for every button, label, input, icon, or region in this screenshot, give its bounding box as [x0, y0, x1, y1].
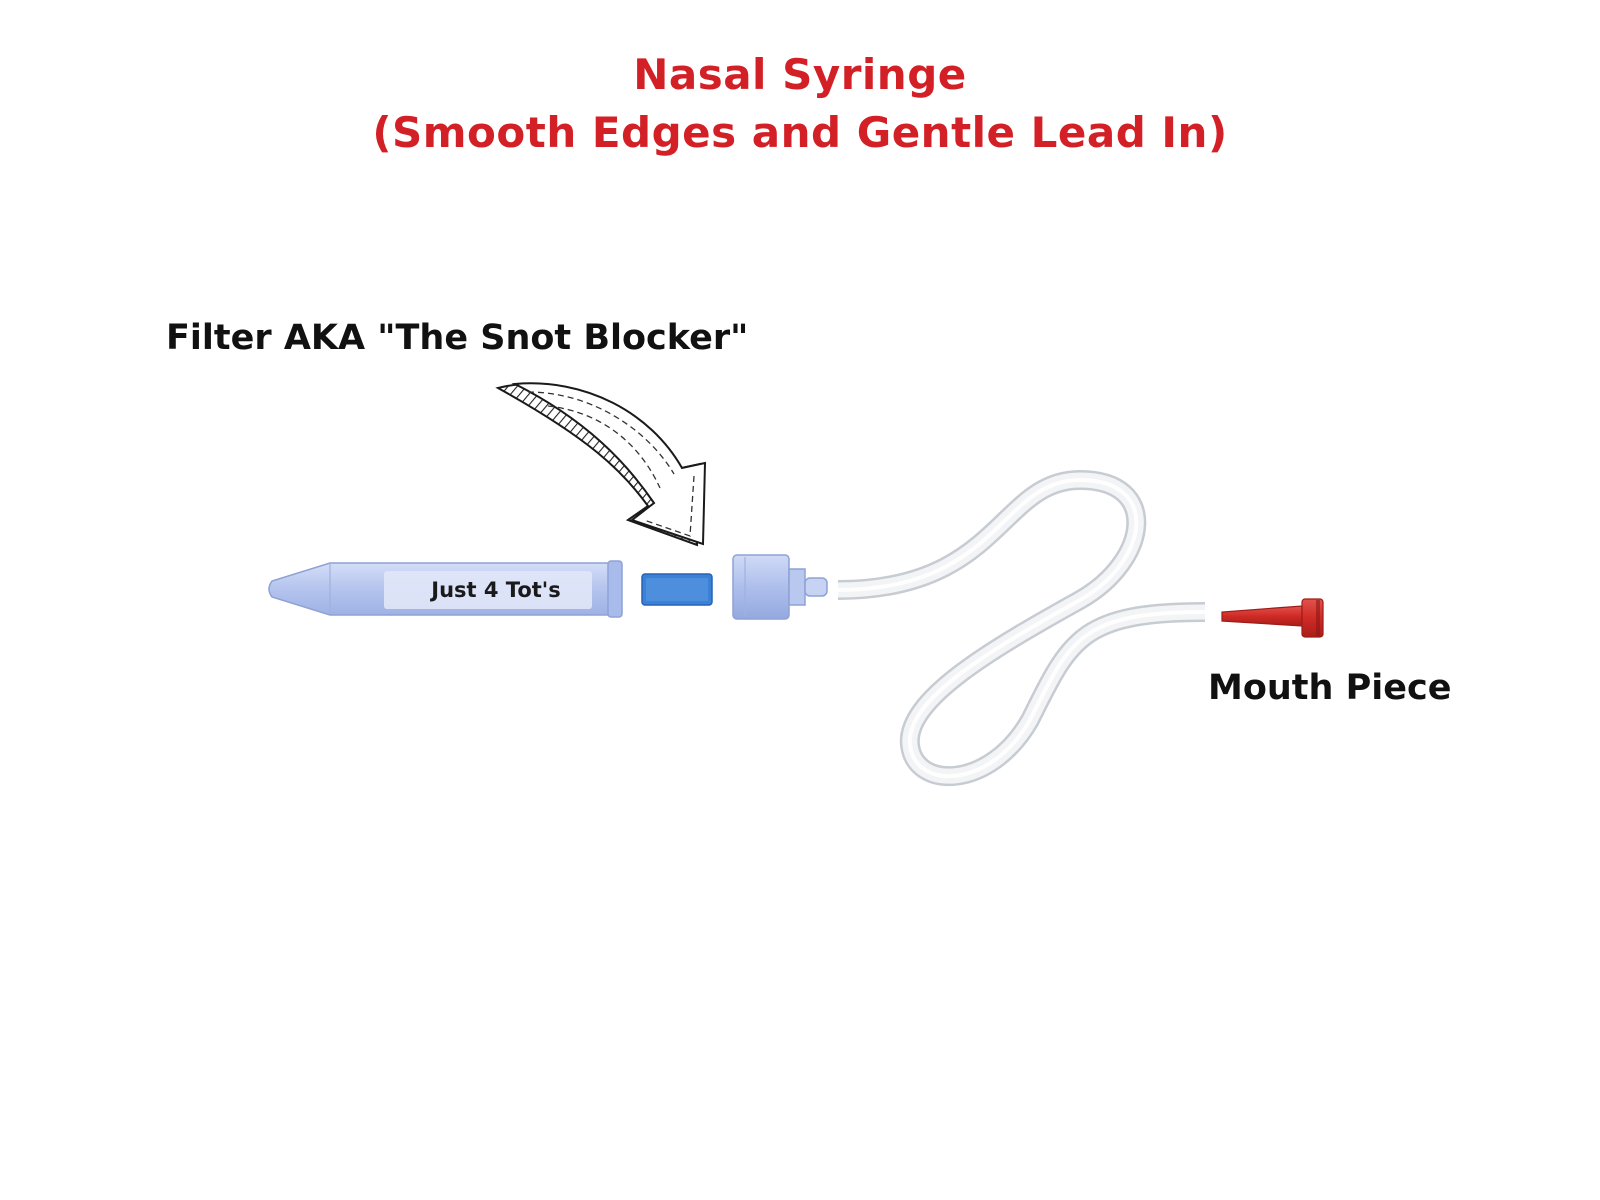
filter-label: Filter AKA "The Snot Blocker"	[166, 318, 749, 358]
mouth-piece	[1221, 598, 1324, 638]
title-line-2: (Smooth Edges and Gentle Lead In)	[372, 108, 1228, 157]
flexible-tube	[837, 469, 1206, 787]
syringe-brand-text: Just 4 Tot's	[429, 578, 560, 602]
curved-arrow-icon	[495, 382, 707, 547]
filter-sponge	[641, 573, 713, 606]
title-line-1: Nasal Syringe	[633, 50, 967, 99]
syringe-body: Just 4 Tot's	[268, 560, 623, 618]
connector-cap	[732, 554, 828, 620]
mouth-piece-label: Mouth Piece	[1208, 668, 1452, 708]
diagram-title: Nasal Syringe (Smooth Edges and Gentle L…	[0, 46, 1600, 162]
